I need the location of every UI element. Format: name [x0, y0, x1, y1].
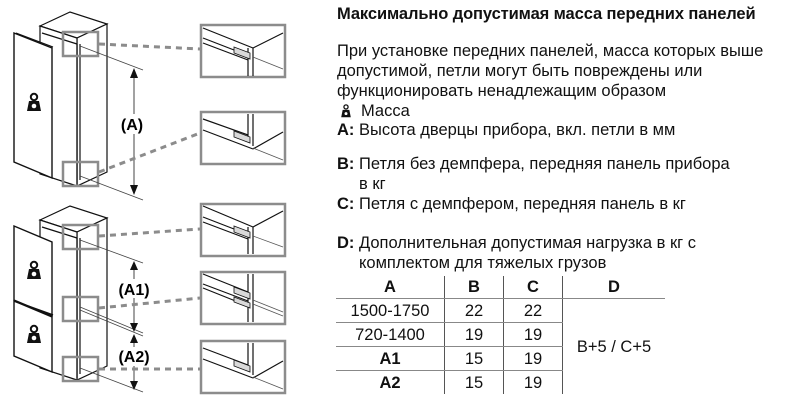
table-header-c: C	[503, 276, 563, 299]
cell-d: B+5 / C+5	[576, 337, 652, 356]
legend-weight: Масса	[337, 101, 410, 121]
table-row: 720-1400 19 19	[336, 322, 665, 347]
intro-paragraph: При установке передних панелей, масса ко…	[337, 42, 764, 100]
cell-a: 720-1400	[336, 322, 445, 347]
cell-b: 15	[444, 346, 504, 371]
legend-key: B:	[337, 155, 355, 173]
max-weight-table: A B C D 1500-1750 22 22 B+5 / C+5 720-14…	[336, 276, 665, 394]
detail-bottom-hinge-2	[199, 339, 287, 395]
legend-item-d-cont: комплектом для тяжелых грузов	[359, 254, 607, 272]
table-row: 1500-1750 22 22 B+5 / C+5	[336, 298, 665, 356]
legend-text: Высота дверцы прибора, вкл. петли в мм	[359, 121, 676, 139]
table-row: A2 15 19	[336, 370, 665, 394]
page-title: Максимально допустимая масса передних па…	[337, 5, 756, 23]
weight-icon	[341, 104, 351, 118]
double-door-diagram	[13, 205, 109, 381]
cell-a: A2	[336, 370, 445, 394]
cell-a: A1	[336, 346, 445, 371]
cell-a: 1500-1750	[336, 298, 445, 323]
hinge-illustration: (A)	[13, 11, 287, 395]
legend-text: Петля без демпфера, передняя панель приб…	[359, 155, 730, 173]
legend-key: C:	[337, 195, 355, 213]
dimension-label-a1: (A1)	[118, 282, 149, 299]
legend-item-b: B: Петля без демпфера, передняя панель п…	[337, 154, 730, 174]
cell-c: 22	[503, 298, 563, 323]
legend-item-b-cont: в кг	[359, 175, 386, 193]
dimension-label-a: (A)	[121, 117, 143, 134]
table-header-d: D	[562, 276, 665, 299]
cell-b: 22	[444, 298, 504, 323]
legend-key: D:	[337, 234, 355, 252]
cell-b: 15	[444, 370, 504, 394]
detail-bottom-hinge	[199, 110, 287, 166]
legend-item-c: C: Петля с демпфером, передняя панель в …	[337, 194, 686, 214]
cell-c: 19	[503, 346, 563, 371]
legend-text: Петля с демпфером, передняя панель в кг	[359, 195, 686, 213]
legend-text: Дополнительная допустимая нагрузка в кг …	[359, 234, 697, 252]
dimension-label-a2: (A2)	[118, 349, 149, 366]
detail-middle-hinge	[199, 270, 287, 326]
legend-item-d: D: Дополнительная допустимая нагрузка в …	[337, 233, 696, 253]
legend-weight-label: Масса	[361, 102, 410, 120]
detail-top-hinge-2	[199, 202, 287, 258]
table-header-a: A	[336, 276, 445, 299]
cell-c: 19	[503, 322, 563, 347]
table-row: A1 15 19	[336, 346, 665, 371]
legend-item-a: A: Высота дверцы прибора, вкл. петли в м…	[337, 120, 675, 140]
cell-b: 19	[444, 322, 504, 347]
cell-c: 19	[503, 370, 563, 394]
legend-key: A:	[337, 121, 355, 139]
detail-top-hinge	[199, 23, 287, 79]
single-door-diagram	[13, 11, 109, 187]
table-header-b: B	[444, 276, 504, 299]
